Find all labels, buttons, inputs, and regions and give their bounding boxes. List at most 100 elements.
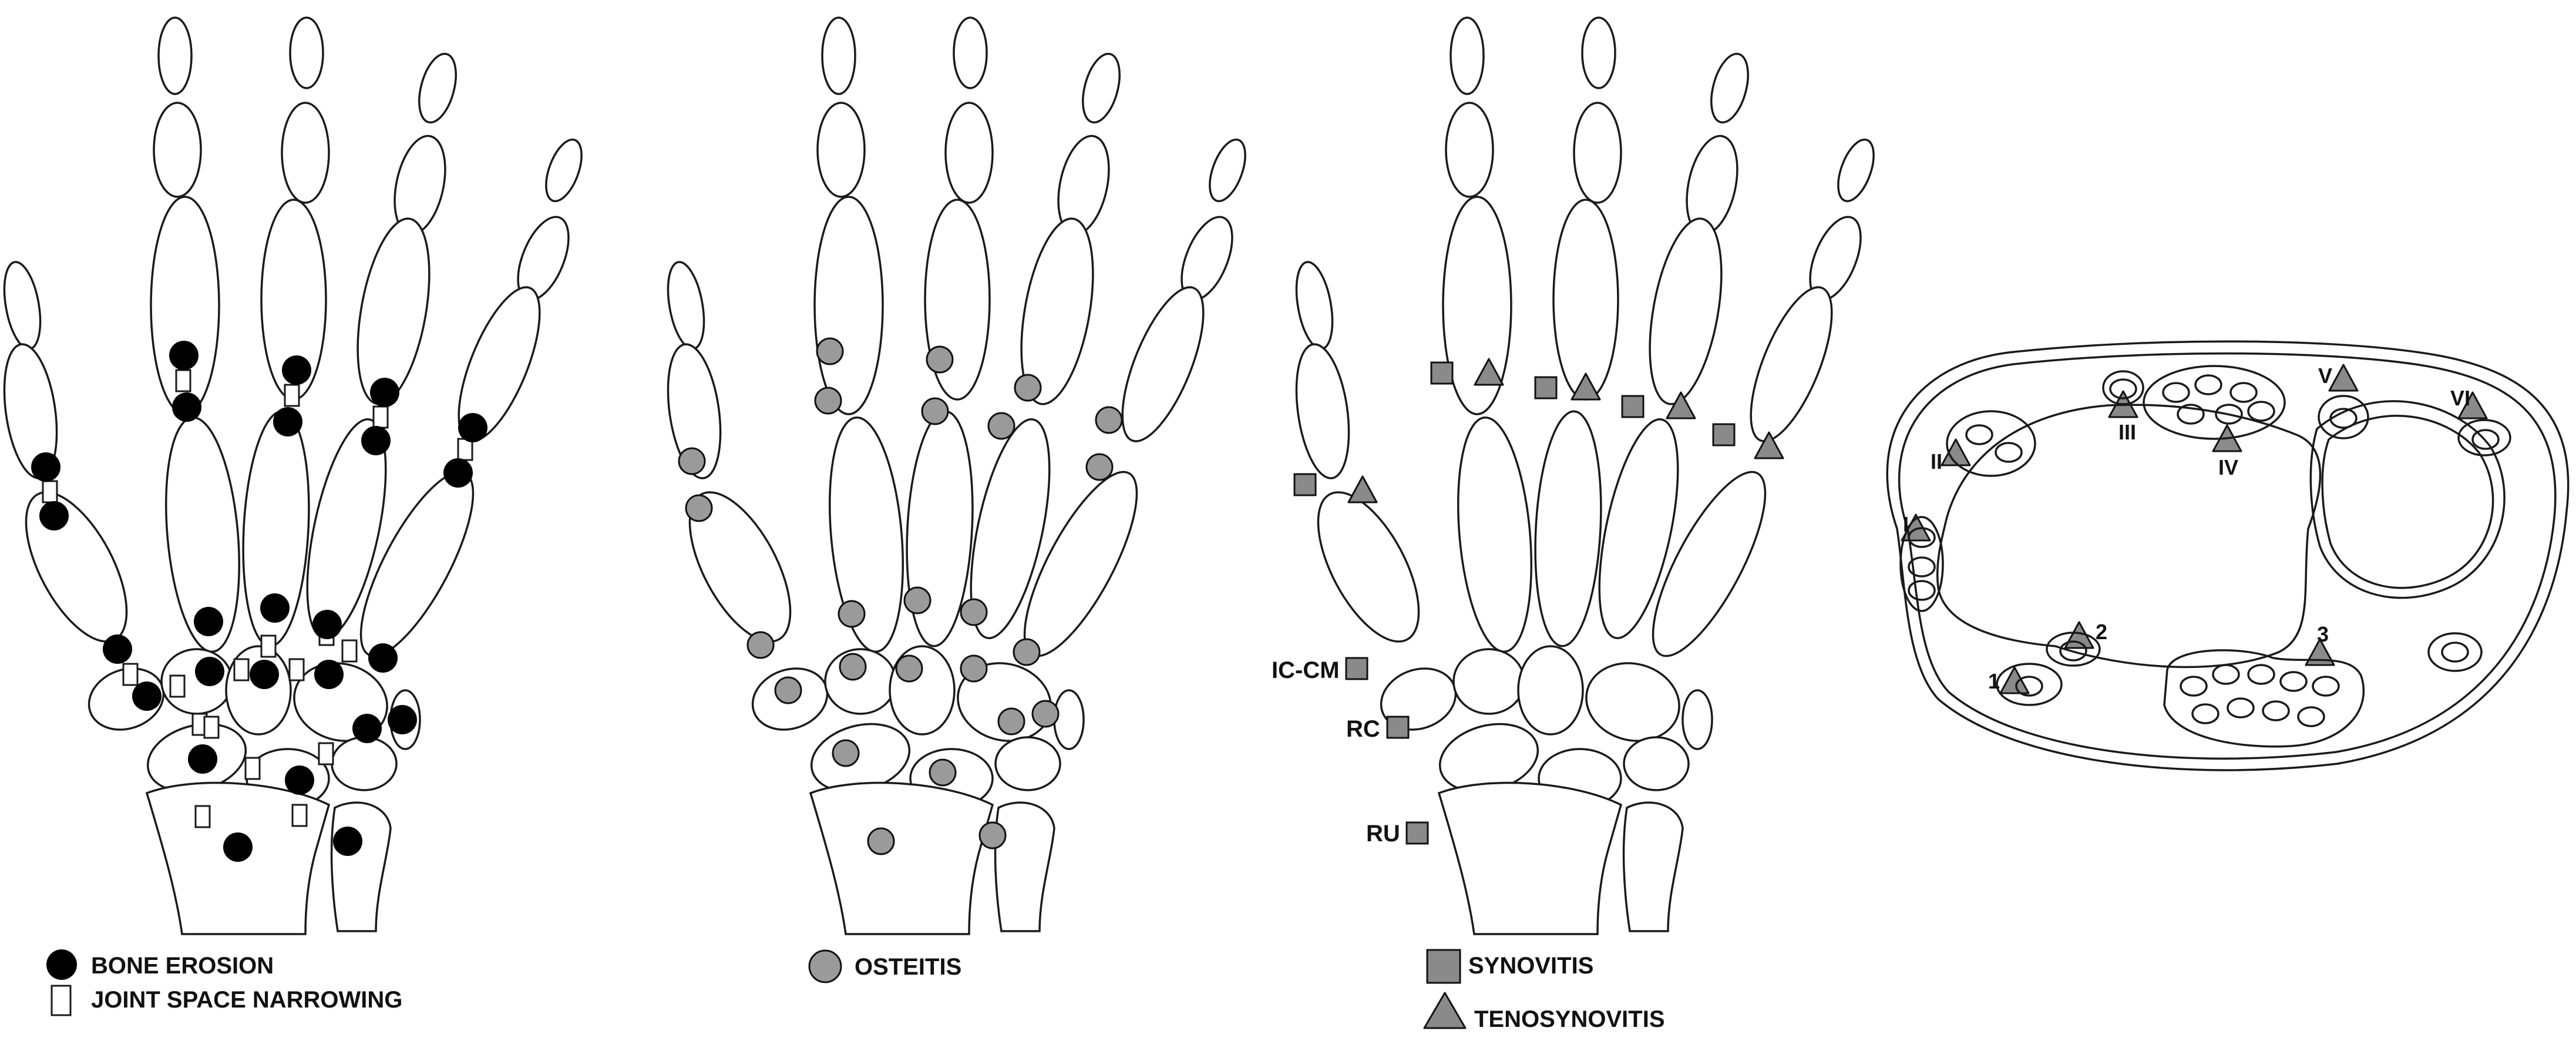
synovitis-square bbox=[1534, 376, 1558, 399]
tendon-cross-section bbox=[2312, 676, 2340, 697]
legend-tenosynovitis: TENOSYNOVITIS bbox=[1423, 992, 1665, 1032]
joint-space-narrowing-mark bbox=[233, 658, 250, 681]
tenosynovitis-triangle bbox=[2305, 638, 2335, 666]
bone-erosion-dot bbox=[194, 607, 223, 636]
p3-pisiform bbox=[1682, 689, 1713, 750]
bone-erosion-markers bbox=[31, 341, 487, 862]
flexor-label-2: 2 bbox=[2096, 620, 2107, 644]
osteitis-dot bbox=[895, 654, 923, 683]
legend-bone-erosion-symbol bbox=[46, 949, 77, 980]
bone-erosion-dot bbox=[370, 378, 399, 407]
tendon-cross-section bbox=[2180, 676, 2208, 697]
osteitis-dot bbox=[997, 707, 1025, 736]
bone-erosion-dot bbox=[333, 827, 362, 856]
osteitis-dot bbox=[814, 387, 842, 415]
p3-middle-metacarpal bbox=[1534, 410, 1602, 647]
p1-triquetrum bbox=[331, 736, 398, 791]
p1-thumb-metacarpal bbox=[25, 491, 128, 643]
p1-little-distal-phalanx bbox=[545, 138, 583, 203]
compartment-label-i: I bbox=[1903, 512, 1909, 536]
p3-hamate bbox=[1585, 662, 1680, 742]
legend-osteitis: OSTEITIS bbox=[808, 949, 961, 983]
p2-index-distal-phalanx bbox=[821, 16, 856, 95]
p2-ulna bbox=[994, 801, 1055, 932]
p2-thumb-proximal-phalanx bbox=[667, 343, 722, 479]
p3-middle-distal-phalanx bbox=[1581, 16, 1616, 89]
tendon-cross-section bbox=[2212, 664, 2240, 685]
tendon-cross-section bbox=[2279, 671, 2308, 692]
legend-bone-erosion: BONE EROSION bbox=[46, 949, 274, 980]
carpal-tunnel-flexor-tendons bbox=[2163, 649, 2365, 748]
legend-tenosynovitis-label: TENOSYNOVITIS bbox=[1474, 1006, 1665, 1032]
ulna-cortex-inner bbox=[2321, 415, 2494, 589]
p1-middle-middle-phalanx bbox=[281, 102, 330, 204]
tendon-cross-section bbox=[2262, 700, 2290, 721]
p3-trapezoid bbox=[1452, 648, 1525, 715]
tenosynovitis-triangle bbox=[1347, 475, 1378, 503]
tendon-cross-section bbox=[1965, 424, 1993, 445]
p2-index-metacarpal bbox=[828, 416, 904, 653]
tendon-cross-section bbox=[2059, 640, 2087, 661]
joint-space-narrowing-markers bbox=[42, 369, 473, 828]
synovitis-square bbox=[1293, 473, 1317, 496]
bone-erosion-dot bbox=[361, 426, 391, 455]
synovitis-square bbox=[1621, 395, 1645, 418]
p1-ring-proximal-phalanx bbox=[357, 217, 431, 405]
legend-synovitis-label: SYNOVITIS bbox=[1468, 953, 1593, 979]
tendon-cross-section bbox=[2441, 642, 2469, 663]
legend-osteitis-symbol bbox=[808, 949, 842, 983]
compartment-label-iii: III bbox=[2118, 420, 2136, 444]
tenosynovitis-triangle bbox=[1999, 666, 2030, 694]
p3-thumb-metacarpal bbox=[1317, 491, 1420, 643]
tendon-cross-section bbox=[2109, 378, 2137, 399]
p2-thumb-distal-phalanx bbox=[667, 261, 705, 350]
osteitis-dot bbox=[774, 676, 802, 704]
extensor-compartment-iv bbox=[2143, 365, 2286, 440]
p2-radius bbox=[809, 781, 994, 935]
osteitis-dot bbox=[1013, 638, 1041, 666]
p2-ring-distal-phalanx bbox=[1082, 52, 1121, 124]
osteitis-dot bbox=[960, 654, 988, 683]
joint-label-ru: RU bbox=[1366, 821, 1400, 847]
extensor-compartment-vi bbox=[2457, 419, 2511, 456]
p2-middle-middle-phalanx bbox=[944, 102, 994, 204]
legend-synovitis: SYNOVITIS bbox=[1426, 949, 1593, 984]
bone-erosion-dot bbox=[352, 714, 382, 743]
p1-middle-distal-phalanx bbox=[289, 16, 324, 89]
tendon-cross-section bbox=[1908, 527, 1936, 548]
tenosynovitis-triangle bbox=[1754, 431, 1784, 459]
osteitis-dot bbox=[960, 598, 988, 626]
legend-joint-space-narrowing-symbol bbox=[51, 985, 72, 1016]
joint-space-narrowing-mark bbox=[288, 658, 305, 681]
extensor-compartment-ii bbox=[1946, 410, 2036, 477]
tenosynovitis-triangle bbox=[1474, 358, 1504, 386]
bone-erosion-dot bbox=[443, 458, 473, 488]
legend-joint-space-narrowing-label: JOINT SPACE NARROWING bbox=[91, 987, 402, 1013]
osteitis-dot bbox=[978, 821, 1007, 849]
osteitis-dot bbox=[1095, 406, 1123, 434]
bone-erosion-dot bbox=[282, 355, 311, 385]
p1-ring-distal-phalanx bbox=[418, 52, 457, 124]
joint-space-narrowing-mark bbox=[291, 804, 308, 827]
p3-little-proximal-phalanx bbox=[1750, 286, 1833, 442]
tenosynovitis-triangle bbox=[1941, 438, 1971, 466]
tendon-cross-section bbox=[2471, 429, 2500, 450]
synovitis-square bbox=[1345, 657, 1368, 680]
ulna-cross-section bbox=[2309, 400, 2506, 599]
p3-index-distal-phalanx bbox=[1450, 16, 1485, 95]
flexor-carpi-ulnaris-sheath bbox=[2427, 632, 2483, 672]
joint-space-narrowing-mark bbox=[203, 716, 220, 739]
bone-erosion-dot bbox=[314, 660, 344, 689]
tenosynovitis-triangle bbox=[1666, 391, 1696, 419]
joint-space-narrowing-mark bbox=[42, 480, 58, 503]
bone-erosion-dot bbox=[260, 593, 290, 623]
p3-ulna bbox=[1622, 801, 1684, 932]
tendon-cross-section bbox=[2329, 408, 2358, 429]
p3-middle-middle-phalanx bbox=[1573, 102, 1622, 204]
p3-capitate bbox=[1517, 645, 1584, 736]
p3-thumb-distal-phalanx bbox=[1295, 261, 1334, 350]
tendon-cross-section bbox=[2177, 404, 2205, 425]
bone-erosion-dot bbox=[195, 657, 224, 686]
extensor-compartment-iii bbox=[2102, 370, 2144, 405]
